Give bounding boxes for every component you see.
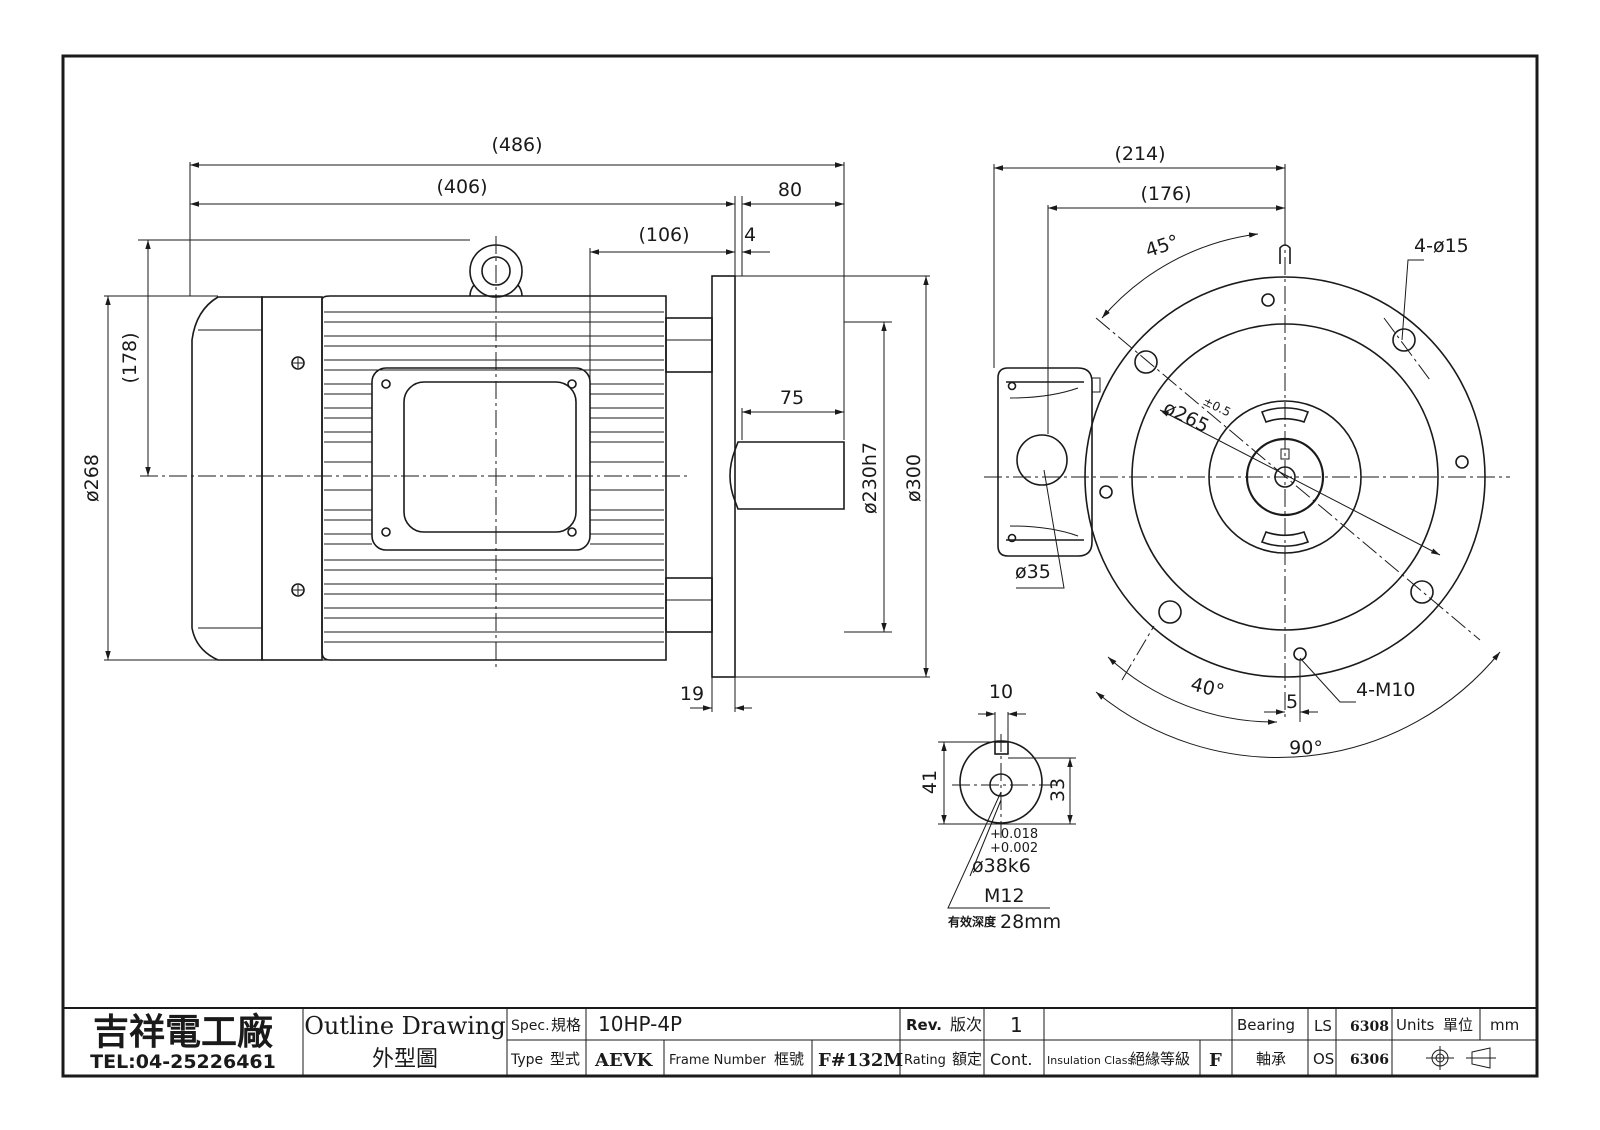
screw-icon xyxy=(1007,381,1017,391)
screw-icon xyxy=(291,356,305,370)
screw-icon xyxy=(1007,533,1017,543)
dim-angle-span: 90° xyxy=(1289,737,1323,759)
ls-value: 6308 xyxy=(1350,1019,1389,1035)
rating-label: Rating xyxy=(904,1053,946,1068)
ls-label: LS xyxy=(1314,1017,1332,1035)
bolt-hole xyxy=(1158,600,1182,624)
dim-shaft-dia: ø38k6 xyxy=(972,855,1031,877)
dim-key-length: 75 xyxy=(780,387,804,409)
dim-flange-diameter: ø300 xyxy=(903,454,925,502)
angle-arc-45 xyxy=(1101,232,1259,319)
end-view: (214) (176) 45° 4-ø15 ø265 ±0.5 ø35 40° … xyxy=(984,143,1510,759)
bearing-label-zh: 軸承 xyxy=(1256,1050,1286,1068)
dim-offset-5: 5 xyxy=(1286,691,1298,713)
drawing-border xyxy=(61,54,1539,1078)
spec-value: 10HP-4P xyxy=(598,1012,682,1036)
tapped-hole xyxy=(1099,485,1113,499)
units-value: mm xyxy=(1490,1016,1519,1034)
end-bracket xyxy=(665,317,713,373)
dim-angle-top: 45° xyxy=(1143,231,1182,262)
title-block: 吉祥電工廠 TEL:04-25226461 Outline Drawing 外型… xyxy=(63,1007,1537,1076)
screw-icon xyxy=(567,527,577,537)
type-value: AEVK xyxy=(594,1050,654,1071)
dim-end-height: (214) xyxy=(1114,143,1165,165)
dim-flange-thickness: 19 xyxy=(680,683,704,705)
insulation-label-zh: 絕緣等級 xyxy=(1130,1050,1190,1068)
dim-depth-value: 28mm xyxy=(1000,911,1061,933)
dim-depth-label: 有效深度 xyxy=(948,914,997,929)
shaft xyxy=(734,441,845,510)
rating-value: Cont. xyxy=(990,1050,1032,1069)
dim-thread: M12 xyxy=(984,885,1025,907)
dim-body-diameter: ø268 xyxy=(81,454,103,502)
insulation-label: Insulation Class xyxy=(1047,1054,1133,1067)
os-value: 6306 xyxy=(1350,1052,1389,1068)
dim-angle-bottom: 40° xyxy=(1188,673,1226,702)
fan-cover xyxy=(191,296,263,661)
dim-eye-to-flange: (106) xyxy=(638,224,689,246)
company-tel: TEL:04-25226461 xyxy=(90,1051,276,1073)
dim-bolt-holes: 4-ø15 xyxy=(1414,235,1469,257)
terminal-box-side xyxy=(997,367,1093,557)
insulation-value: F xyxy=(1209,1050,1222,1071)
terminal-box-inner xyxy=(403,381,577,533)
dim-height-41: 41 xyxy=(919,770,941,794)
cooling-fins xyxy=(324,311,664,643)
mounting-flange xyxy=(711,275,736,678)
conduit-hole xyxy=(1016,434,1068,486)
rev-value: 1 xyxy=(1010,1013,1023,1037)
dim-overall-length: (486) xyxy=(491,134,542,156)
units-label: Units xyxy=(1396,1016,1435,1034)
bolt-hole xyxy=(1410,580,1434,604)
screw-icon xyxy=(381,379,391,389)
frame-label-zh: 框號 xyxy=(774,1050,804,1068)
bearing-label: Bearing xyxy=(1237,1016,1295,1034)
dim-tol-lower: +0.002 xyxy=(990,841,1038,856)
tapped-hole xyxy=(1455,455,1469,469)
screw-icon xyxy=(291,583,305,597)
spec-label: Spec. xyxy=(511,1018,550,1034)
dim-tapped-holes: 4-M10 xyxy=(1356,679,1416,701)
screw-icon xyxy=(567,379,577,389)
bolt-hole xyxy=(1392,328,1416,352)
dim-conduit: ø35 xyxy=(1015,561,1051,583)
dim-spigot: 4 xyxy=(744,224,756,246)
dim-tol-upper: +0.018 xyxy=(990,827,1038,842)
company-name: 吉祥電工廠 xyxy=(93,1011,273,1053)
dim-end-box: (176) xyxy=(1140,183,1191,205)
terminal-box-outer xyxy=(371,367,591,551)
dim-shaft-extension: 80 xyxy=(778,179,802,201)
projection-symbol-icon xyxy=(1426,1046,1496,1070)
spec-label-zh: 規格 xyxy=(551,1016,581,1034)
type-label-zh: 型式 xyxy=(550,1050,580,1068)
type-label: Type xyxy=(510,1052,543,1068)
side-view: (486) (406) 80 (106) 4 75 19 (178) ø268 … xyxy=(81,134,930,712)
rating-label-zh: 額定 xyxy=(952,1050,982,1068)
fan-cover-end xyxy=(261,296,323,661)
units-label-zh: 單位 xyxy=(1443,1016,1473,1034)
frame-value: F#132M xyxy=(818,1050,903,1071)
motor-body xyxy=(321,295,667,661)
rev-label-zh: 版次 xyxy=(950,1015,982,1034)
bolt-hole xyxy=(1134,350,1158,374)
dim-spigot-diameter: ø230h7 xyxy=(859,442,881,514)
doc-title-en: Outline Drawing xyxy=(304,1012,505,1040)
dim-key-width: 10 xyxy=(989,681,1013,703)
dim-height-33: 33 xyxy=(1047,778,1069,802)
screw-icon xyxy=(381,527,391,537)
rev-label: Rev. xyxy=(906,1016,942,1034)
os-label: OS xyxy=(1313,1050,1334,1068)
dim-body-length: (406) xyxy=(436,176,487,198)
shaft-detail: 10 41 33 +0.018 +0.002 ø38k6 M12 有效深度 28… xyxy=(919,681,1076,933)
dim-lifting-height: (178) xyxy=(119,332,141,383)
doc-title-zh: 外型圖 xyxy=(372,1047,438,1072)
tapped-hole xyxy=(1261,293,1275,307)
frame-label: Frame Number xyxy=(669,1053,767,1068)
angle-arc-90 xyxy=(1095,651,1501,758)
